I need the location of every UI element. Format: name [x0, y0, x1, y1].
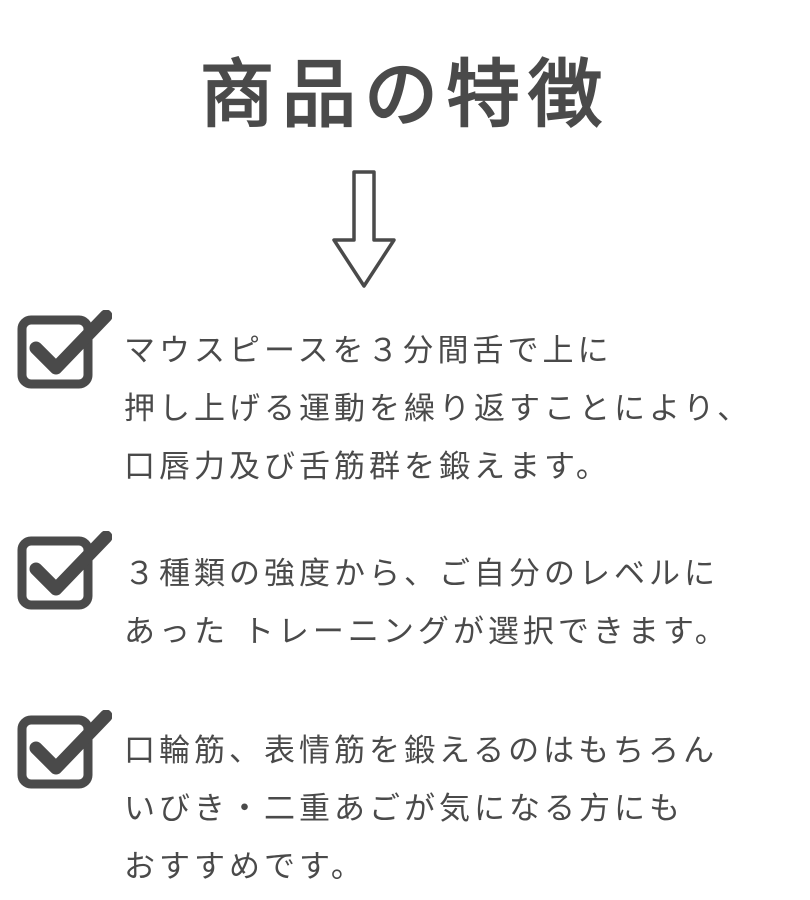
feature-line: マウスピースを３分間舌で上に: [124, 333, 613, 369]
feature-line: ３種類の強度から、ご自分のレベルに: [124, 556, 719, 592]
page-title: 商品の特徴: [200, 52, 610, 138]
feature-text-2: ３種類の強度から、ご自分のレベルに あった トレーニングが選択できます。: [124, 545, 730, 661]
feature-text-3: 口輪筋、表情筋を鍛えるのはもちろん いびき・二重あごが気になる方にも おすすめで…: [124, 722, 718, 896]
feature-text-1: マウスピースを３分間舌で上に 押し上げる運動を繰り返すことにより、 口唇力及び舌…: [124, 322, 752, 496]
feature-line: 押し上げる運動を繰り返すことにより、: [124, 391, 753, 427]
feature-line: いびき・二重あごが気になる方にも: [124, 791, 684, 827]
checkbox-checked-icon: [17, 710, 112, 789]
down-arrow-icon: [332, 170, 396, 288]
feature-line: 口輪筋、表情筋を鍛えるのはもちろん: [124, 733, 719, 769]
feature-line: あった トレーニングが選択できます。: [124, 614, 730, 650]
checkbox-checked-icon: [17, 531, 112, 610]
feature-line: おすすめです。: [124, 849, 366, 885]
feature-line: 口唇力及び舌筋群を鍛えます。: [124, 449, 611, 485]
checkbox-checked-icon: [17, 310, 112, 389]
